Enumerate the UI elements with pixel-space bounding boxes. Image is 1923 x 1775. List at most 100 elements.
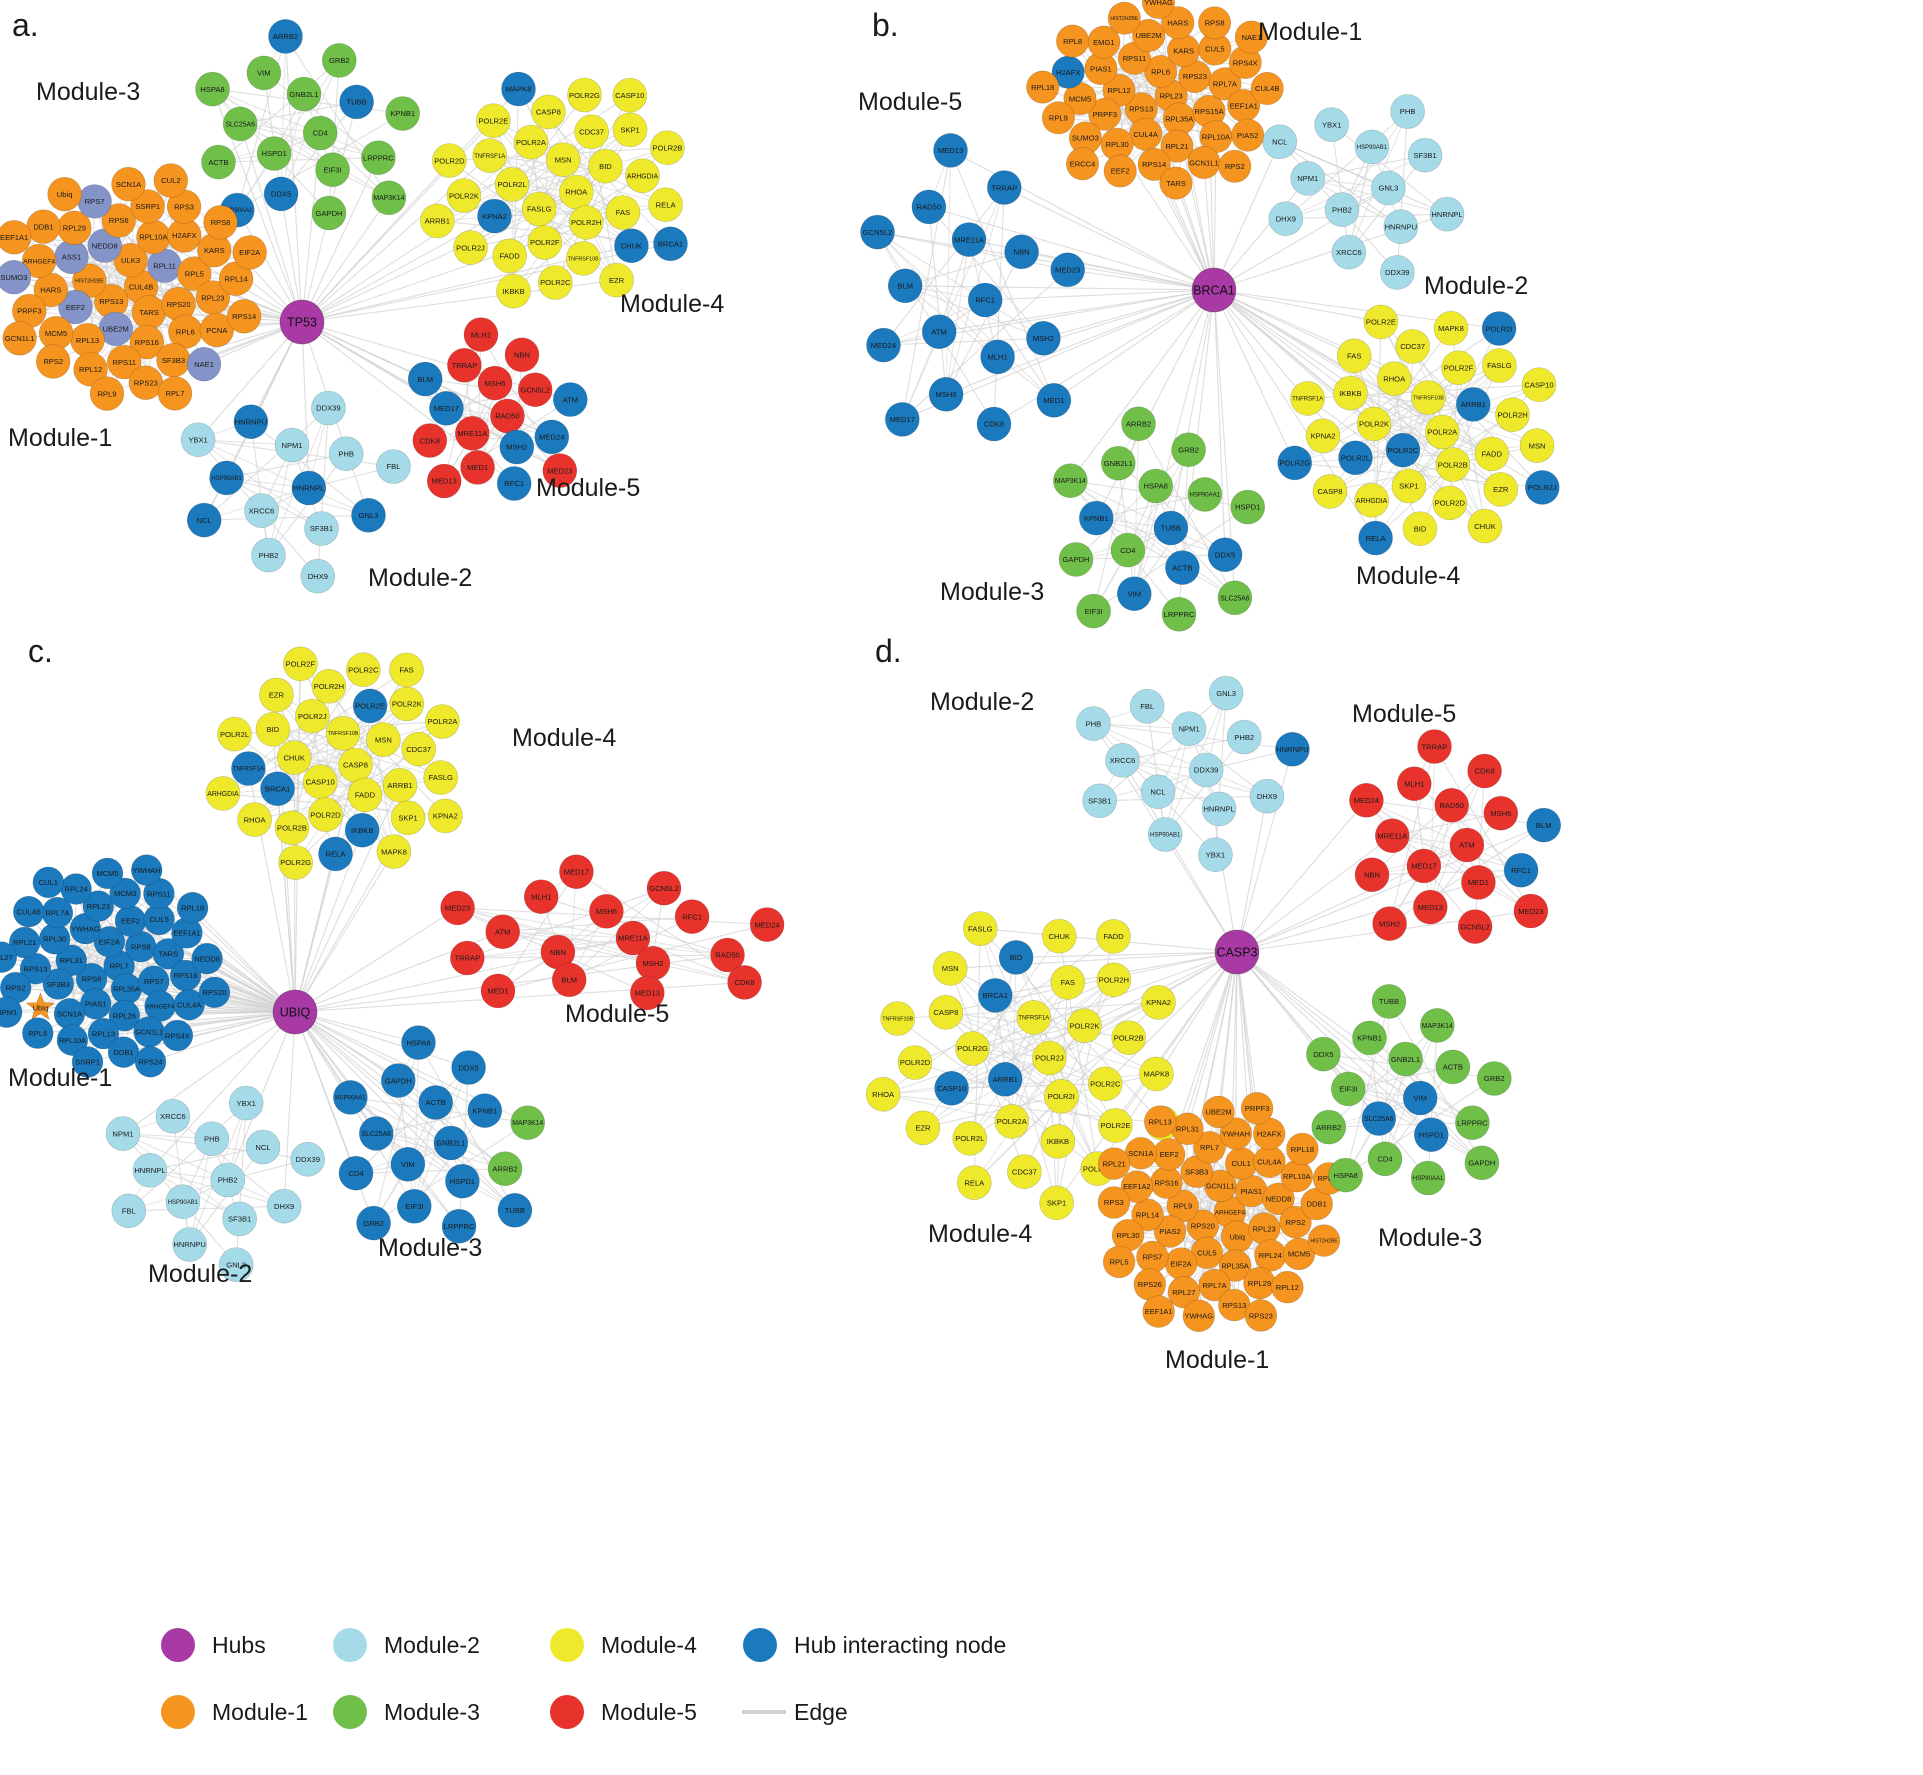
node-MED24[interactable]: MED24 [534, 419, 570, 455]
node-MAP3K14[interactable]: MAP3K14 [1420, 1008, 1455, 1043]
node-MSH6[interactable]: MSH6 [1483, 795, 1519, 831]
node-DDX5[interactable]: DDX5 [1207, 537, 1243, 573]
node-POLR2F[interactable]: POLR2F [527, 225, 563, 260]
node-HSP90AA1[interactable]: HSP90AA1 [1187, 477, 1223, 512]
node-MED17[interactable]: MED17 [559, 854, 594, 890]
node-EEF2[interactable]: EEF2 [1103, 154, 1137, 188]
node-RPL26[interactable]: RPL26 [108, 999, 141, 1032]
node-TUBB[interactable]: TUBB [1371, 984, 1407, 1019]
node-LRPPRC[interactable]: LRPPRC [441, 1208, 477, 1244]
node-ERCC4[interactable]: ERCC4 [1066, 147, 1100, 181]
node-ATM[interactable]: ATM [485, 914, 521, 950]
node-GCN1L1[interactable]: GCN1L1 [1204, 1169, 1237, 1203]
node-DDB1[interactable]: DDB1 [26, 209, 61, 244]
node-BRCA1[interactable]: BRCA1 [977, 978, 1013, 1013]
node-GNB2L1[interactable]: GNB2L1 [1388, 1041, 1423, 1077]
node-EZR[interactable]: EZR [599, 262, 634, 298]
node-RPL18[interactable]: RPL18 [1286, 1132, 1319, 1166]
node-Ubiq[interactable]: Ubiq [25, 992, 56, 1021]
node-TARS[interactable]: TARS [1159, 166, 1193, 200]
node-RPL21[interactable]: RPL21 [1160, 129, 1194, 163]
node-MED23[interactable]: MED23 [1513, 893, 1549, 929]
node-RELA[interactable]: RELA [648, 187, 683, 222]
node-XRCC6[interactable]: XRCC6 [155, 1099, 191, 1134]
node-MRE11A[interactable]: MRE11A [1375, 818, 1410, 854]
node-FBL[interactable]: FBL [1129, 688, 1165, 724]
node-CUL4B[interactable]: CUL4B [1250, 72, 1284, 106]
node-CD4[interactable]: CD4 [302, 115, 338, 151]
node-YWHAG[interactable]: YWHAG [1142, 0, 1175, 19]
node-VIM[interactable]: VIM [1402, 1080, 1438, 1116]
node-CASP10[interactable]: CASP10 [612, 77, 648, 113]
node-YWHAH[interactable]: YWHAH [1219, 1117, 1253, 1150]
node-ARRB1[interactable]: ARRB1 [1456, 387, 1491, 422]
node-CUL4A[interactable]: CUL4A [1253, 1145, 1286, 1178]
node-NCL[interactable]: NCL [245, 1129, 281, 1165]
node-BID[interactable]: BID [998, 940, 1034, 975]
node-MSN[interactable]: MSN [545, 142, 581, 177]
node-NAE1[interactable]: NAE1 [186, 347, 222, 382]
node-RPL7A[interactable]: RPL7A [1208, 67, 1242, 101]
node-POLR2G[interactable]: POLR2G [278, 845, 313, 880]
node-TNFRSF1A[interactable]: TNFRSF1A [231, 751, 266, 786]
node-YWHAG[interactable]: YWHAG [1182, 1299, 1216, 1333]
node-BRCA1[interactable]: BRCA1 [260, 771, 295, 807]
node-ARHGDIA[interactable]: ARHGDIA [625, 158, 660, 194]
node-POLR2C[interactable]: POLR2C [1088, 1066, 1123, 1102]
node-MCM3[interactable]: MCM3 [109, 877, 141, 910]
node-MED13[interactable]: MED13 [1413, 889, 1448, 925]
node-RPL13[interactable]: RPL13 [87, 1017, 120, 1050]
node-PHB2[interactable]: PHB2 [1324, 192, 1360, 227]
node-TNFRSF10B[interactable]: TNFRSF10B [565, 241, 601, 276]
node-FASLG[interactable]: FASLG [1482, 348, 1517, 383]
node-TNFRSF10B[interactable]: TNFRSF10B [1411, 380, 1446, 415]
node-CASP8[interactable]: CASP8 [928, 994, 964, 1030]
node-RPL18[interactable]: RPL18 [176, 891, 209, 924]
node-RPL31[interactable]: RPL31 [1171, 1112, 1204, 1146]
node-UBE2M[interactable]: UBE2M [1202, 1095, 1235, 1129]
node-ACTB[interactable]: ACTB [1165, 550, 1200, 585]
node-POLR2J[interactable]: POLR2J [294, 698, 330, 734]
node-RFC1[interactable]: RFC1 [496, 466, 532, 501]
node-MSH6[interactable]: MSH6 [589, 893, 624, 929]
node-RPL23[interactable]: RPL23 [1247, 1212, 1281, 1245]
node-EEF1A1[interactable]: EEF1A1 [1142, 1295, 1175, 1328]
node-MAP3K14[interactable]: MAP3K14 [371, 180, 407, 216]
hub-node-TP53[interactable]: TP53 [279, 299, 325, 345]
node-MED23[interactable]: MED23 [542, 453, 578, 488]
node-MLH1[interactable]: MLH1 [980, 339, 1015, 375]
node-HNRNPL[interactable]: HNRNPL [1201, 791, 1237, 827]
node-MED24[interactable]: MED24 [1349, 782, 1384, 818]
node-RPL7[interactable]: RPL7 [1193, 1131, 1226, 1164]
node-HSPA8[interactable]: HSPA8 [401, 1025, 436, 1060]
node-GRB2[interactable]: GRB2 [1171, 432, 1206, 468]
node-POLR2A[interactable]: POLR2A [994, 1104, 1030, 1139]
node-FADD[interactable]: FADD [1096, 919, 1131, 954]
node-EIF3I[interactable]: EIF3I [315, 152, 350, 187]
node-TRRAP[interactable]: TRRAP [986, 170, 1022, 205]
node-VIM[interactable]: VIM [1117, 576, 1152, 612]
node-TRRAP[interactable]: TRRAP [1417, 729, 1452, 764]
node-PCNA[interactable]: PCNA [199, 312, 235, 348]
node-RPL29[interactable]: RPL29 [1243, 1266, 1276, 1300]
node-DDB1[interactable]: DDB1 [107, 1036, 140, 1068]
node-BID[interactable]: BID [1402, 511, 1438, 547]
node-POLR2K[interactable]: POLR2K [1067, 1008, 1102, 1043]
node-POLR2K[interactable]: POLR2K [446, 178, 482, 213]
node-BLM[interactable]: BLM [551, 962, 587, 998]
node-EZR[interactable]: EZR [259, 677, 294, 713]
node-MSH2[interactable]: MSH2 [1372, 906, 1407, 941]
node-HSPD1[interactable]: HSPD1 [1230, 489, 1265, 525]
node-MED24[interactable]: MED24 [866, 327, 901, 363]
node-RPS23[interactable]: RPS23 [1244, 1299, 1278, 1332]
node-POLR2D[interactable]: POLR2D [897, 1045, 933, 1080]
node-GAPDH[interactable]: GAPDH [1058, 542, 1094, 577]
node-YBX1[interactable]: YBX1 [1198, 837, 1233, 873]
hub-node-UBIQ[interactable]: UBIQ [272, 989, 318, 1035]
node-DHX9[interactable]: DHX9 [266, 1188, 302, 1224]
node-ARHGDIA[interactable]: ARHGDIA [1354, 482, 1389, 518]
node-HSPA8[interactable]: HSPA8 [1138, 468, 1173, 504]
node-SLC25A6[interactable]: SLC25A6 [1361, 1101, 1397, 1136]
node-POLR2H[interactable]: POLR2H [311, 668, 347, 704]
node-HNRNPU[interactable]: HNRNPU [172, 1227, 207, 1262]
